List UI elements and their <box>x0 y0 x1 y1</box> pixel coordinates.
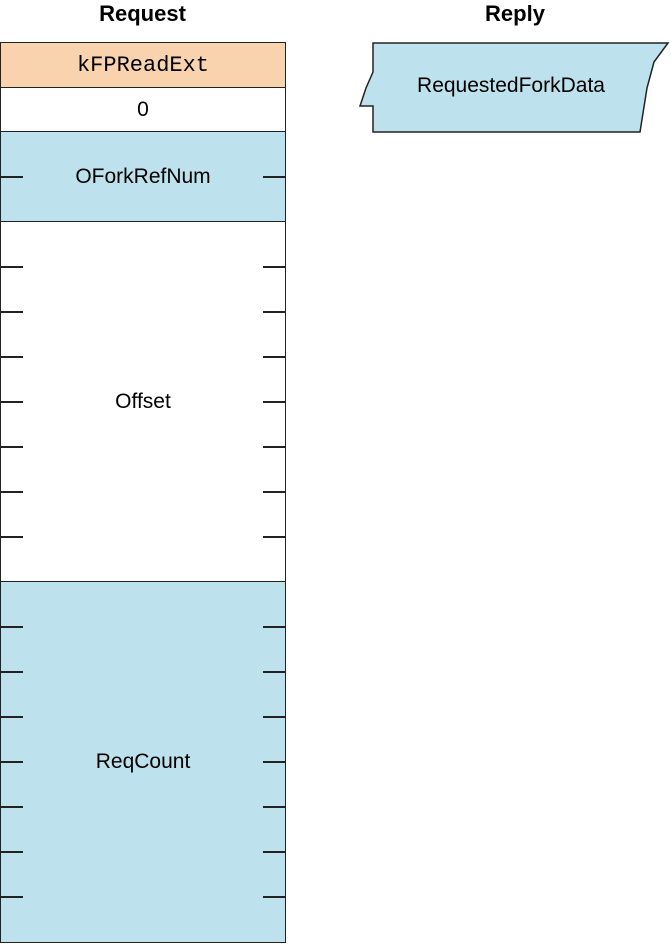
byte-tick-left <box>1 761 23 763</box>
byte-tick-right <box>263 311 285 313</box>
byte-tick-right <box>263 356 285 358</box>
byte-tick-left <box>1 716 23 718</box>
ofork-refnum-field: OForkRefNum <box>0 132 286 222</box>
byte-tick-right <box>263 491 285 493</box>
byte-tick-left <box>1 806 23 808</box>
byte-tick-left <box>1 356 23 358</box>
byte-tick-right <box>263 401 285 403</box>
byte-tick-right <box>263 671 285 673</box>
request-packet: kFPReadExt 0 OForkRefNum Offset ReqCount <box>0 42 286 943</box>
byte-tick-left <box>1 401 23 403</box>
reply-header: Reply <box>485 1 545 26</box>
byte-tick-right <box>263 896 285 898</box>
request-header: Request <box>99 1 186 26</box>
byte-tick-left <box>1 896 23 898</box>
byte-tick-left <box>1 446 23 448</box>
reqcount-field: ReqCount <box>0 582 286 943</box>
reqcount-label: ReqCount <box>95 750 191 773</box>
byte-tick-right <box>263 851 285 853</box>
byte-tick-left <box>1 851 23 853</box>
reply-packet: RequestedForkData <box>358 42 670 133</box>
byte-tick-left <box>1 671 23 673</box>
byte-tick-left <box>1 626 23 628</box>
byte-tick-right <box>263 176 285 178</box>
byte-tick-right <box>263 761 285 763</box>
command-field: kFPReadExt <box>0 42 286 88</box>
pad-label: 0 <box>137 97 149 121</box>
byte-tick-right <box>263 446 285 448</box>
byte-tick-right <box>263 626 285 628</box>
byte-tick-left <box>1 536 23 538</box>
byte-tick-right <box>263 806 285 808</box>
offset-label: Offset <box>115 389 171 413</box>
byte-tick-left <box>1 176 23 178</box>
reply-field-shape <box>358 42 670 133</box>
byte-tick-right <box>263 716 285 718</box>
pad-field: 0 <box>0 88 286 132</box>
byte-tick-left <box>1 491 23 493</box>
byte-tick-left <box>1 266 23 268</box>
byte-tick-left <box>1 311 23 313</box>
command-label: kFPReadExt <box>76 52 210 78</box>
byte-tick-right <box>263 536 285 538</box>
reply-field-label: RequestedForkData <box>417 74 605 97</box>
offset-field: Offset <box>0 222 286 582</box>
ofork-refnum-label: OForkRefNum <box>75 164 211 188</box>
byte-tick-right <box>263 266 285 268</box>
